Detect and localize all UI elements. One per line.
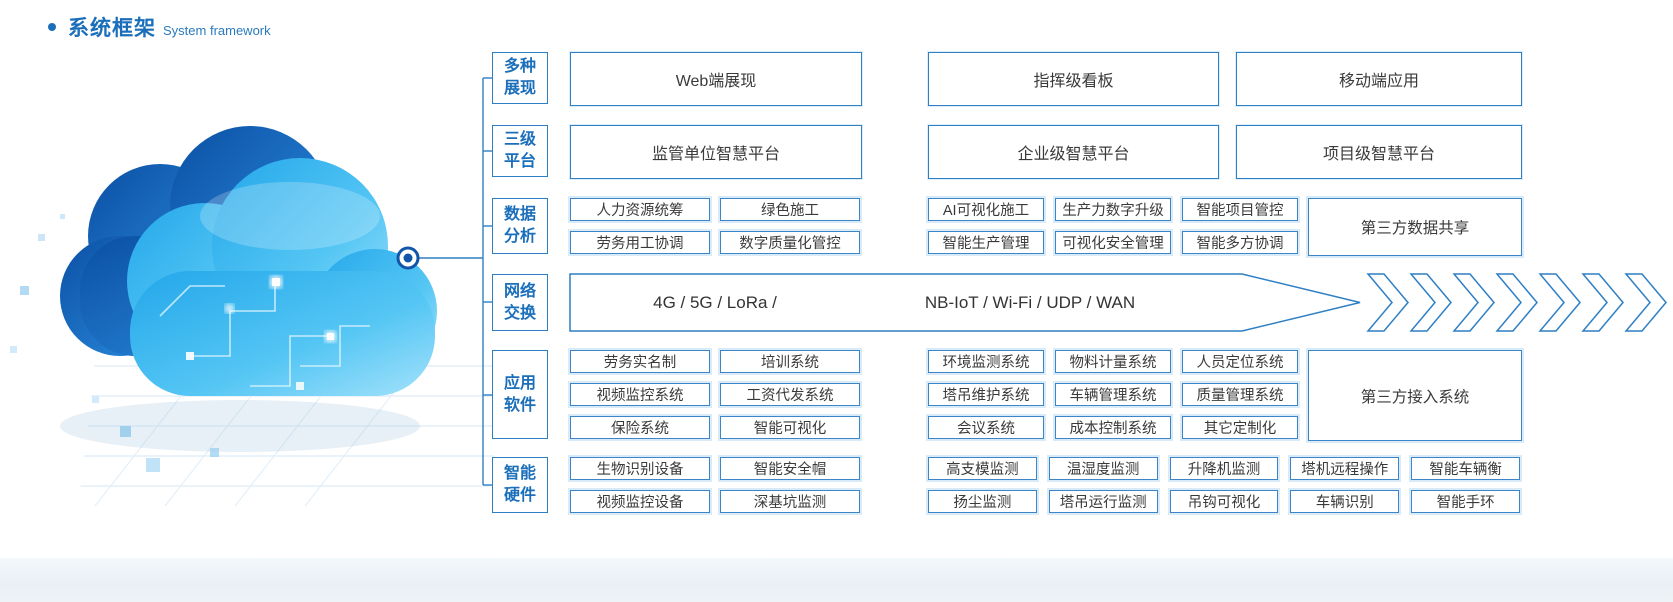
box-tower-remote-operation: 塔机远程操作 — [1288, 455, 1402, 482]
box-smart-production: 智能生产管理 — [926, 229, 1046, 256]
box-other-customization: 其它定制化 — [1180, 414, 1300, 441]
network-protocols-left: 4G / 5G / LoRa / — [653, 293, 777, 312]
box-cost-control-system: 成本控制系统 — [1053, 414, 1173, 441]
box-labor-real-name: 劳务实名制 — [568, 348, 712, 375]
apps-left-grid: 劳务实名制 培训系统 视频监控系统 工资代发系统 保险系统 智能可视化 — [568, 348, 862, 441]
box-video-monitor-device: 视频监控设备 — [568, 488, 712, 515]
box-hoist-monitoring: 升降机监测 — [1167, 455, 1281, 482]
box-smart-weighbridge: 智能车辆衡 — [1409, 455, 1522, 482]
box-productivity-upgrade: 生产力数字升级 — [1053, 196, 1173, 223]
box-smart-visualization: 智能可视化 — [718, 414, 862, 441]
box-project-platform: 项目级智慧平台 — [1235, 124, 1523, 180]
circuit-grid — [80, 346, 500, 506]
box-enterprise-platform: 企业级智慧平台 — [927, 124, 1220, 180]
box-training-system: 培训系统 — [718, 348, 862, 375]
box-green-construction: 绿色施工 — [718, 196, 862, 223]
box-digital-quality: 数字质量化管控 — [718, 229, 862, 256]
network-protocols-right: NB-IoT / Wi-Fi / UDP / WAN — [924, 293, 1136, 312]
box-labor-coordination: 劳务用工协调 — [568, 229, 712, 256]
box-multi-party-coord: 智能多方协调 — [1180, 229, 1300, 256]
category-three-platforms: 三级平台 — [492, 125, 548, 177]
box-smart-helmet: 智能安全帽 — [718, 455, 862, 482]
box-deep-pit-monitoring: 深基坑监测 — [718, 488, 862, 515]
box-tower-crane-maintenance: 塔吊维护系统 — [926, 381, 1046, 408]
category-data-analysis: 数据分析 — [492, 198, 548, 254]
box-payroll-system: 工资代发系统 — [718, 381, 862, 408]
bullet-dot-icon — [48, 23, 56, 31]
hardware-left-grid: 生物识别设备 智能安全帽 视频监控设备 深基坑监测 — [568, 455, 862, 515]
title-en: System framework — [163, 23, 271, 38]
box-web-display: Web端展现 — [569, 51, 863, 107]
cloud-node-icon — [396, 246, 420, 270]
box-env-monitoring-system: 环境监测系统 — [926, 348, 1046, 375]
pixel-squares — [10, 214, 219, 472]
cloud-back — [60, 126, 340, 356]
box-vehicle-recognition: 车辆识别 — [1288, 488, 1402, 515]
category-smart-hardware: 智能硬件 — [492, 457, 548, 513]
data-analysis-left-grid: 人力资源统筹 绿色施工 劳务用工协调 数字质量化管控 — [568, 196, 862, 256]
cloud-front — [127, 158, 437, 396]
category-network-switch: 网络交换 — [492, 274, 548, 331]
box-meeting-system: 会议系统 — [926, 414, 1046, 441]
data-analysis-mid-grid: AI可视化施工 生产力数字升级 智能项目管控 智能生产管理 可视化安全管理 智能… — [926, 196, 1300, 256]
page-title: 系统框架 System framework — [48, 12, 271, 42]
box-material-metering-system: 物料计量系统 — [1053, 348, 1173, 375]
box-regulator-platform: 监管单位智慧平台 — [569, 124, 863, 180]
box-personnel-positioning: 人员定位系统 — [1180, 348, 1300, 375]
bottom-decor-strip — [0, 558, 1673, 602]
title-zh: 系统框架 — [68, 17, 156, 40]
box-quality-management: 质量管理系统 — [1180, 381, 1300, 408]
box-formwork-monitoring: 高支模监测 — [926, 455, 1039, 482]
box-biometric-device: 生物识别设备 — [568, 455, 712, 482]
chevron-icons — [1366, 273, 1667, 332]
box-vehicle-management: 车辆管理系统 — [1053, 381, 1173, 408]
box-ai-visual-construction: AI可视化施工 — [926, 196, 1046, 223]
category-multi-display: 多种展现 — [492, 52, 548, 104]
category-app-software: 应用软件 — [492, 350, 548, 439]
hardware-right-grid: 高支模监测 温湿度监测 升降机监测 塔机远程操作 智能车辆衡 扬尘监测 塔吊运行… — [926, 455, 1522, 515]
box-temp-humidity-monitoring: 温湿度监测 — [1046, 455, 1160, 482]
box-hr-planning: 人力资源统筹 — [568, 196, 712, 223]
box-hook-visualization: 吊钩可视化 — [1167, 488, 1281, 515]
cloud-traces — [159, 281, 370, 387]
box-third-party-data-sharing: 第三方数据共享 — [1306, 196, 1524, 258]
box-command-board: 指挥级看板 — [927, 51, 1220, 107]
box-smart-project-control: 智能项目管控 — [1180, 196, 1300, 223]
cloud-glow-dots — [186, 276, 336, 390]
cloud-illustration — [10, 126, 500, 506]
box-visual-safety: 可视化安全管理 — [1053, 229, 1173, 256]
apps-mid-grid: 环境监测系统 物料计量系统 人员定位系统 塔吊维护系统 车辆管理系统 质量管理系… — [926, 348, 1300, 441]
box-video-surveillance-system: 视频监控系统 — [568, 381, 712, 408]
box-smart-wristband: 智能手环 — [1409, 488, 1522, 515]
box-insurance-system: 保险系统 — [568, 414, 712, 441]
box-third-party-access-system: 第三方接入系统 — [1306, 348, 1524, 443]
box-crane-operation-monitoring: 塔吊运行监测 — [1046, 488, 1160, 515]
box-dust-monitoring: 扬尘监测 — [926, 488, 1039, 515]
box-mobile-app: 移动端应用 — [1235, 51, 1523, 107]
